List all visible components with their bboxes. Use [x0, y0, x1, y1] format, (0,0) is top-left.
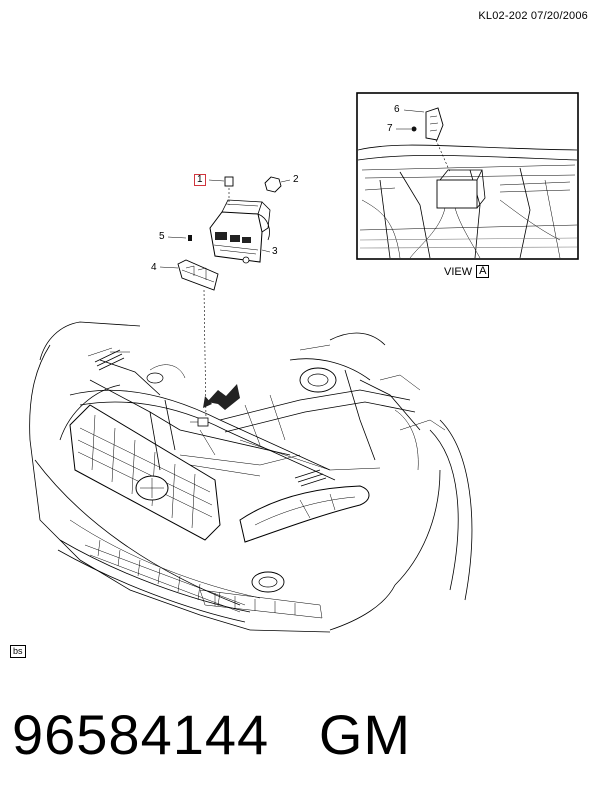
part-4-shape — [177, 259, 219, 291]
part-3-shape — [209, 199, 271, 264]
bs-tag: bs — [10, 645, 26, 658]
callout-7: 7 — [387, 123, 393, 134]
part-number-footer: 96584144 GM — [12, 700, 411, 770]
vehicle-front-view — [29, 321, 473, 633]
diagram-code-date: KL02-202 07/20/2006 — [478, 10, 588, 22]
part-2-shape — [264, 176, 282, 193]
callout-4: 4 — [151, 262, 157, 273]
callout-6: 6 — [394, 104, 400, 115]
view-word: VIEW — [444, 265, 473, 278]
brand-name: GM — [318, 703, 412, 766]
view-a-arrow-shape — [203, 384, 240, 410]
callout-2: 2 — [293, 174, 299, 185]
inset-caption: VIEW A — [444, 265, 490, 278]
view-letter: A — [476, 265, 490, 278]
callout-3: 3 — [272, 246, 278, 257]
callout-5: 5 — [159, 231, 165, 242]
exploded-parts — [159, 176, 291, 421]
inset-view-a — [356, 92, 579, 260]
part-number: 96584144 — [12, 703, 270, 766]
part-5-shape — [188, 235, 192, 241]
part-1-shape — [224, 176, 234, 187]
view-a-marker-letter: A — [220, 384, 227, 394]
callout-1: 1 — [194, 174, 206, 186]
